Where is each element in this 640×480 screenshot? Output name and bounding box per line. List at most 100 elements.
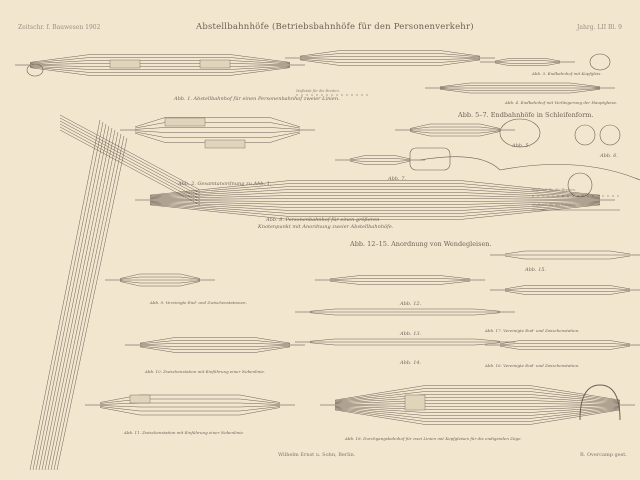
abb16-track-track (499, 345, 631, 347)
caption-abb5: Abb. 5. (512, 143, 530, 149)
abb17-track-track (504, 290, 631, 292)
abb1-yard-track (29, 54, 291, 63)
abb17-track-track (504, 288, 631, 290)
abb1-building (109, 59, 141, 69)
approach-line (59, 117, 201, 194)
abb4-yard-track (439, 89, 601, 94)
abb1-east-yard-track (299, 53, 481, 58)
abb14-track-track (309, 338, 501, 342)
abb14-track-track (309, 342, 501, 346)
abb18-station-track (334, 391, 621, 402)
plate-number: Jahrg. LII Bl. 9 (577, 24, 622, 31)
abb12-track-track (329, 280, 471, 282)
abb5-yard-track (409, 123, 501, 129)
abb1-east-yard-track (299, 58, 481, 60)
abb8-station-track (149, 203, 601, 214)
abb10-main-line (41, 127, 113, 471)
caption-abb1: Abb. 1. Abstellbahnhof für einen Persone… (174, 96, 340, 102)
abb18-building (404, 394, 426, 411)
scale-label-lengths: Maßstab für die Längen. (532, 203, 576, 207)
abb10-station-track (139, 337, 291, 344)
abb8-station-track (149, 183, 601, 197)
abb12-track-track (329, 278, 471, 280)
abb16-track-track (499, 345, 631, 350)
caption-abb12: Abb. 12. (400, 301, 422, 307)
caption-abb14: Abb. 14. (400, 360, 422, 366)
sheet-title: Abstellbahnhöfe (Betriebsbahnhöfe für de… (196, 22, 474, 32)
abb16-track-track (499, 343, 631, 345)
approach-line (59, 123, 201, 200)
caption-abb16: Abb. 16. Vereinigte End- und Zwischensta… (485, 363, 580, 368)
abb10-station-track (139, 345, 291, 347)
abb1-loop (26, 63, 44, 77)
caption-abb12-15: Abb. 12–15. Anordnung von Wendegleisen. (350, 240, 492, 248)
approach-line (59, 126, 201, 203)
abb16-track-track (499, 340, 631, 345)
caption-abb2: Abb. 2. Gesamtanordnung zu Abb. 1. (178, 181, 272, 187)
abb18-station-track (334, 388, 621, 402)
caption-abb5-7: Abb. 5–7. Endbahnhöfe in Schleifenform. (458, 111, 594, 119)
abb9-station-track (119, 276, 201, 280)
caption-abb6: Abb. 6. (600, 153, 618, 159)
abb18-station-track (334, 405, 621, 407)
abb15-track-track (504, 255, 631, 260)
abb8-station-track (149, 186, 601, 197)
abb8-hill-outline (419, 156, 640, 181)
abb1-yard-track (29, 60, 291, 65)
abb7-yard-track (349, 155, 411, 160)
abb7-yard-track (349, 158, 411, 160)
engraver-credit: R. Overcamp gest. (580, 452, 627, 458)
abb8-station-track (149, 192, 601, 199)
abb10-main-line (47, 131, 119, 471)
abb1-yard-track (29, 65, 291, 67)
abb1-yard-track (29, 66, 291, 73)
abb13-track-track (309, 312, 501, 316)
abb2-layout-track (134, 117, 301, 128)
abb10-station-track (139, 345, 291, 350)
abb6-loop (599, 124, 621, 146)
abb8-station-track (149, 198, 601, 200)
abb10-main-line (44, 129, 116, 471)
abb4-yard-track (439, 85, 601, 88)
abb18-station-track (334, 408, 621, 419)
abb1-yard-track (29, 63, 291, 65)
abb1-yard-track (29, 67, 291, 76)
caption-abb8-line1: Abb. 8. Personenbahnhof für einen größer… (266, 217, 380, 223)
caption-abb9: Abb. 9. Vereinigte End- und Zwischenstat… (150, 300, 247, 305)
abb11-station-track (99, 398, 281, 404)
abb8-station-track (149, 200, 601, 205)
abb18-station-track (334, 408, 621, 422)
abb11-station-track (99, 402, 281, 405)
abb8-station-track (149, 204, 601, 220)
abb11-building (129, 394, 151, 404)
abb17-track-track (504, 285, 631, 290)
abb18-station-track (334, 405, 621, 410)
abb2-building (204, 139, 246, 149)
abb10-main-line (29, 119, 101, 471)
abb11-station-track (99, 394, 281, 403)
approach-line (59, 114, 201, 191)
abb2-layout-track (134, 127, 301, 130)
caption-abb15: Abb. 15. (525, 267, 547, 273)
abb9-station-track (119, 280, 201, 284)
abb8-station-track (149, 180, 601, 196)
caption-abb3: Abb. 3. Endbahnhof mit Kopfgleis. (532, 71, 602, 76)
abb5-yard-track (409, 131, 501, 137)
abb5-yard-track (409, 130, 501, 134)
abb18-station-track (334, 385, 621, 401)
abb12-track-track (329, 275, 471, 280)
abb1-east-yard-track (299, 58, 481, 63)
abb8-station-track (149, 202, 601, 211)
abb1-building (199, 59, 231, 69)
abb10-station-track (139, 346, 291, 353)
abb10-main-line (56, 137, 128, 471)
scale-label-widths-abb1: Maßstab für die Breiten. (296, 89, 340, 93)
abb8-station-track (149, 200, 601, 202)
abb3-yard-track (494, 60, 561, 62)
abb1-east-yard-track (299, 50, 481, 57)
abb12-track-track (329, 280, 471, 285)
abb2-layout-track (134, 131, 301, 138)
abb5-yard-track (409, 126, 501, 130)
abb18-station-track (334, 400, 621, 405)
abb1-yard-track (29, 57, 291, 64)
